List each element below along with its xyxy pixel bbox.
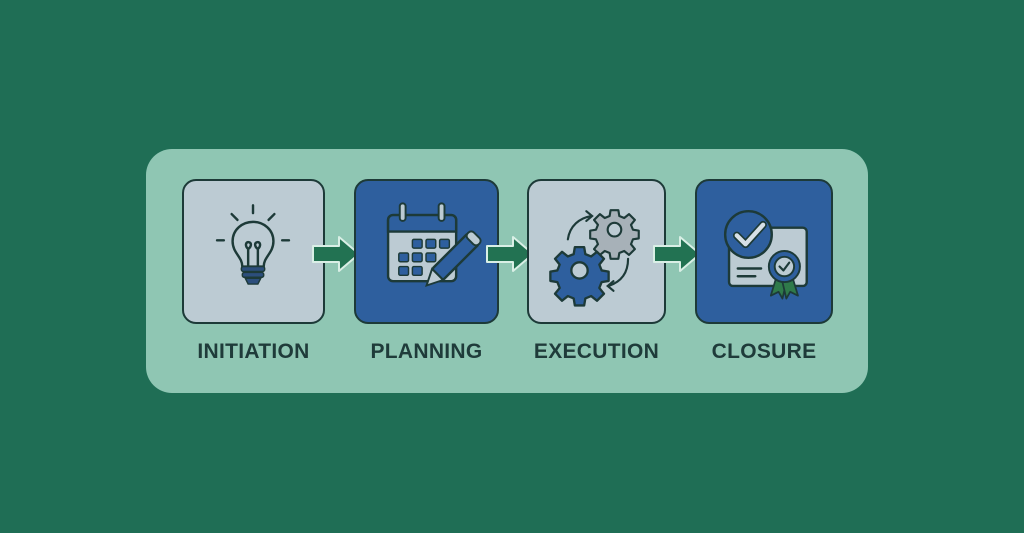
- calendar-pencil-icon: [386, 202, 482, 288]
- step-card-execution: [527, 179, 666, 324]
- step-label-planning: PLANNING: [370, 340, 483, 363]
- arrow-right-icon: [653, 236, 701, 272]
- lightbulb-icon: [215, 204, 291, 285]
- step-label-execution: EXECUTION: [533, 340, 660, 363]
- certificate-check-icon: [723, 209, 808, 300]
- gears-cycle-icon: [549, 209, 640, 307]
- arrow-right-icon: [312, 236, 360, 272]
- step-card-closure: [695, 179, 833, 324]
- step-label-closure: CLOSURE: [711, 340, 817, 363]
- step-label-initiation: INITIATION: [197, 340, 310, 363]
- arrow-right-icon: [486, 236, 534, 272]
- step-card-planning: [354, 179, 499, 324]
- step-card-initiation: [182, 179, 325, 324]
